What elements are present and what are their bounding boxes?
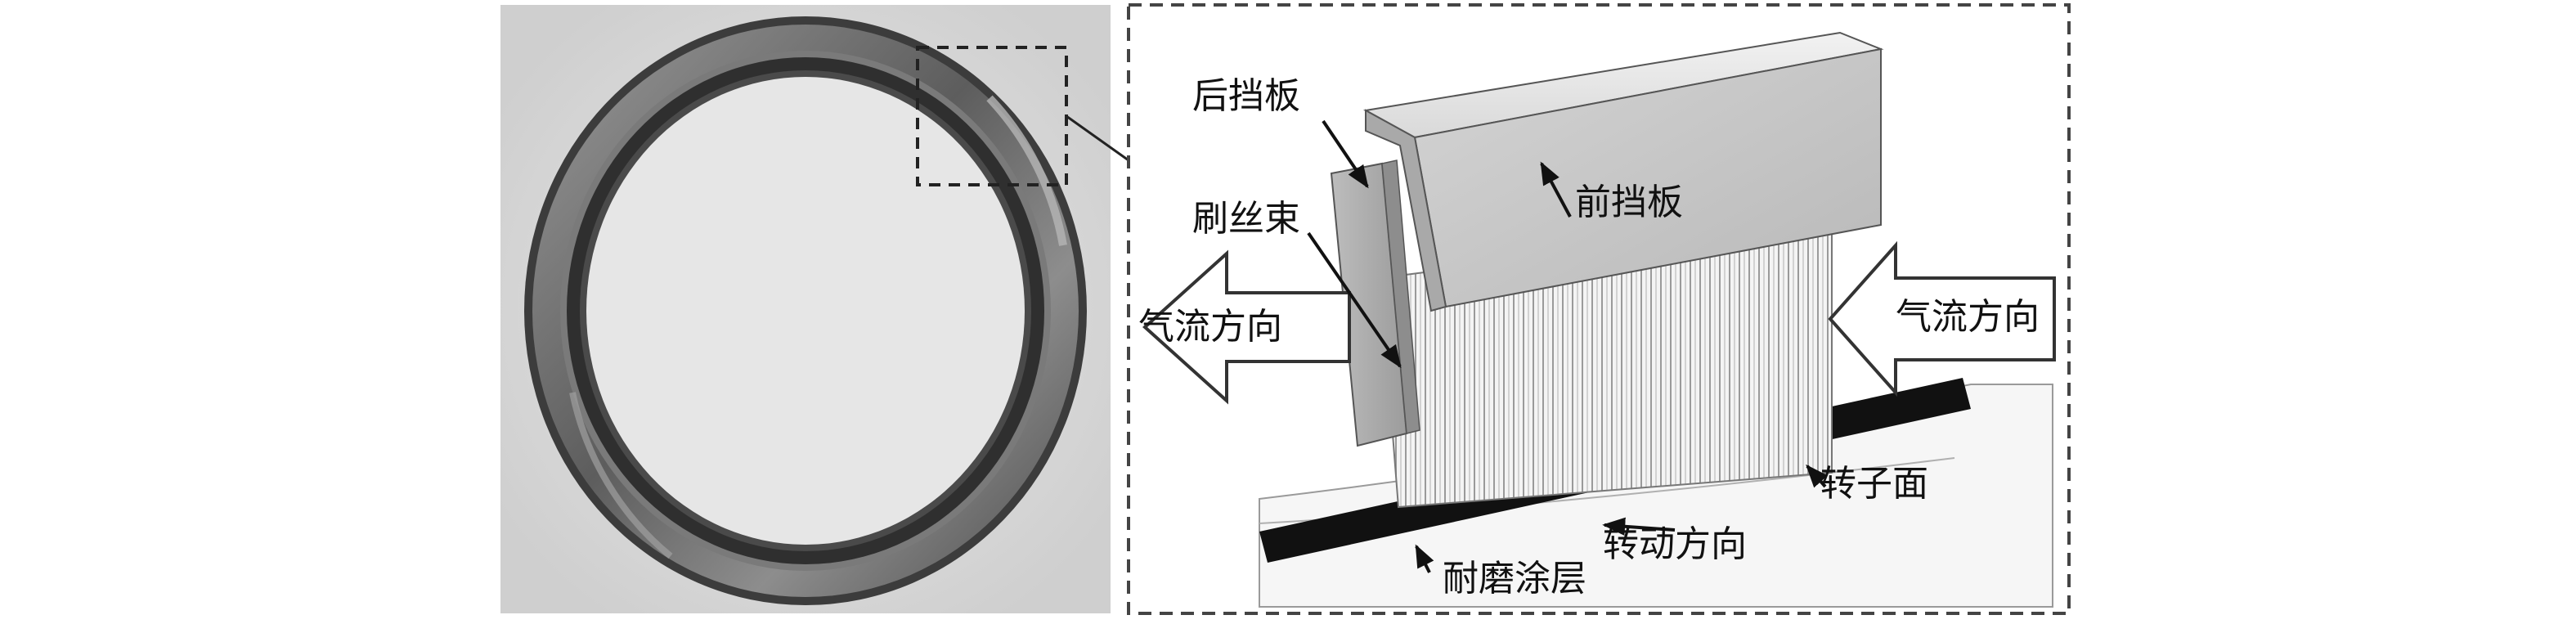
pointer-rotor-surface — [1806, 464, 1829, 488]
detail-leader-line — [1066, 114, 1129, 162]
pointer-rotation-direction — [1602, 517, 1676, 536]
pointer-wear-coating — [1415, 544, 1434, 573]
label-front-plate: 前挡板 — [1575, 182, 1683, 223]
airflow-arrow-right — [1828, 240, 2056, 397]
seal-ring-photo — [500, 5, 1129, 613]
pointer-rear-plate — [1322, 119, 1369, 189]
pointer-front-plate — [1540, 161, 1572, 218]
label-rotation-direction: 转动方向 — [1603, 523, 1747, 565]
label-wear-coating: 耐磨涂层 — [1443, 558, 1586, 599]
pointer-brush-bundle — [1307, 231, 1402, 369]
rear-plate-edge — [1381, 159, 1420, 434]
label-airflow-right: 气流方向 — [1896, 296, 2040, 338]
front-plate-side — [1365, 109, 1447, 312]
label-brush-bundle: 刷丝束 — [1192, 198, 1300, 240]
detail-panel-border — [1127, 3, 2071, 615]
label-rear-plate: 后挡板 — [1192, 75, 1300, 117]
airflow-arrow-left — [1142, 249, 1351, 405]
label-rotor-surface: 转子面 — [1820, 463, 1928, 505]
brush-seal-schematic: 后挡板 刷丝束 前挡板 气流方向 气流方向 转子面 转动方向 耐磨涂层 — [1138, 31, 2056, 608]
seal-ring — [524, 16, 1087, 605]
label-airflow-left: 气流方向 — [1138, 306, 1282, 348]
